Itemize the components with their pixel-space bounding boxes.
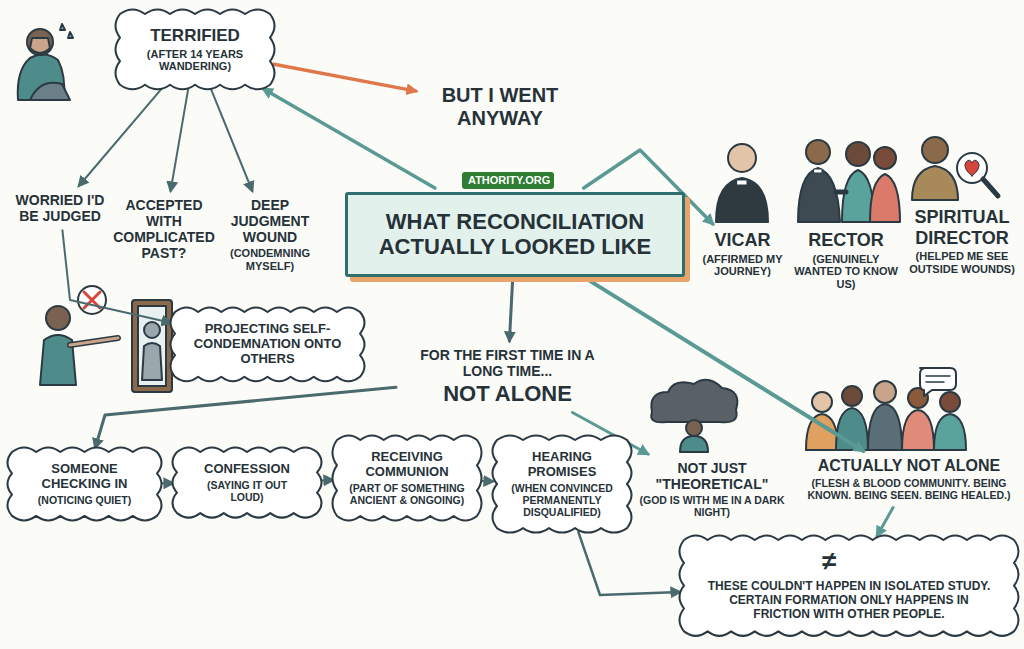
- text-node: RECTOR(GENUINELY WANTED TO KNOW US): [792, 228, 900, 293]
- flow-arrow: [161, 482, 173, 484]
- node-body: (PART OF SOMETHING ANCIENT & ONGOING): [349, 482, 465, 506]
- node-heading: ATHORITY.ORG: [468, 174, 548, 187]
- text-node: BUT I WENT ANYWAY: [420, 82, 580, 132]
- node-heading: CONFESSION: [189, 462, 305, 477]
- node-heading: VICAR: [697, 230, 788, 251]
- node-body: (FLESH & BLOOD COMMUNITY. BEING KNOWN. B…: [802, 477, 1016, 501]
- node-body: (AFFIRMED MY JOURNEY): [697, 253, 788, 278]
- node-heading: DEEP JUDGMENT WOUND: [226, 197, 314, 245]
- flow-arrow: [509, 281, 512, 341]
- node-heading: WHAT RECONCILIATION ACTUALLY LOOKED LIKE: [364, 209, 666, 260]
- node-body: (SAYING IT OUT LOUD): [189, 479, 305, 503]
- text-node: ACTUALLY NOT ALONE (FLESH & BLOOD COMMUNI…: [800, 455, 1018, 504]
- flow-arrow: [590, 281, 864, 451]
- site-badge: ATHORITY.ORG: [462, 172, 554, 189]
- node-body: (WHEN CONVINCED PERMANENTLY DISQUALIFIED…: [509, 482, 615, 518]
- flow-arrow: [321, 479, 333, 481]
- flow-arrow: [79, 89, 162, 186]
- cloud-node: CONFESSION (SAYING IT OUT LOUD): [177, 452, 317, 513]
- node-heading: BUT I WENT ANYWAY: [422, 84, 578, 130]
- cloud-node: PROJECTING SELF-CONDEMNATION ONTO OTHERS: [175, 312, 360, 377]
- flow-arrow: [263, 89, 435, 188]
- node-heading: RECEIVING COMMUNION: [349, 450, 465, 480]
- node-body: NOT ALONE: [402, 381, 613, 406]
- cloud-node: SOMEONE CHECKING IN (NOTICING QUIET): [12, 452, 157, 516]
- cloud-node: TERRIFIED(AFTER 14 YEARS WANDERING): [120, 14, 270, 85]
- symbol-label: ≠: [822, 546, 836, 577]
- node-heading: TERRIFIED: [136, 26, 254, 46]
- node-heading: THESE COULDN'T HAPPEN IN ISOLATED STUDY.…: [702, 580, 996, 621]
- node-body: (CONDEMNING MYSELF): [226, 247, 314, 272]
- node-body: (AFTER 14 YEARS WANDERING): [136, 48, 254, 73]
- flow-arrow: [481, 480, 493, 482]
- node-heading: FOR THE FIRST TIME IN A LONG TIME...: [402, 347, 613, 379]
- node-heading: ACCEPTED WITH COMPLICATED PAST?: [110, 197, 218, 261]
- flow-arrow: [274, 64, 416, 91]
- text-node: WORRIED I'D BE JUDGED: [12, 190, 108, 226]
- text-node: DEEP JUDGMENT WOUND(CONDEMNING MYSELF): [224, 195, 316, 275]
- node-body: (HELPED ME SEE OUTSIDE WOUNDS): [907, 250, 1017, 275]
- text-node: FOR THE FIRST TIME IN A LONG TIME...NOT …: [400, 345, 615, 408]
- node-heading: ACTUALLY NOT ALONE: [802, 457, 1016, 475]
- node-heading: SOMEONE CHECKING IN: [24, 462, 145, 492]
- text-node: VICAR(AFFIRMED MY JOURNEY): [695, 228, 790, 280]
- cloud-node: HEARING PROMISES(WHEN CONVINCED PERMANEN…: [497, 440, 627, 528]
- node-body: (GOD IS WITH ME IN A DARK NIGHT): [638, 494, 786, 518]
- cloud-node: RECEIVING COMMUNION(PART OF SOMETHING AN…: [337, 440, 477, 516]
- flow-arrow: [877, 508, 893, 537]
- node-body: (GENUINELY WANTED TO KNOW US): [794, 253, 898, 291]
- cloud-node: THESE COULDN'T HAPPEN IN ISOLATED STUDY.…: [684, 540, 1014, 631]
- node-heading: HEARING PROMISES: [509, 450, 615, 480]
- flow-arrow: [171, 89, 189, 191]
- node-heading: WORRIED I'D BE JUDGED: [14, 192, 106, 224]
- text-node: SPIRITUAL DIRECTOR(HELPED ME SEE OUTSIDE…: [905, 205, 1019, 278]
- node-heading: RECTOR: [794, 230, 898, 251]
- flow-arrow: [211, 89, 252, 191]
- node-heading: PROJECTING SELF-CONDEMNATION ONTO OTHERS: [189, 322, 346, 367]
- title-box: WHAT RECONCILIATION ACTUALLY LOOKED LIKE: [345, 192, 685, 277]
- text-node: ACCEPTED WITH COMPLICATED PAST?: [108, 195, 220, 263]
- flow-arrow: [578, 532, 680, 595]
- node-body: (NOTICING QUIET): [24, 494, 145, 506]
- node-heading: SPIRITUAL DIRECTOR: [907, 207, 1017, 248]
- node-heading: NOT JUST "THEORETICAL": [638, 460, 786, 492]
- text-node: NOT JUST "THEORETICAL"(GOD IS WITH ME IN…: [636, 458, 788, 520]
